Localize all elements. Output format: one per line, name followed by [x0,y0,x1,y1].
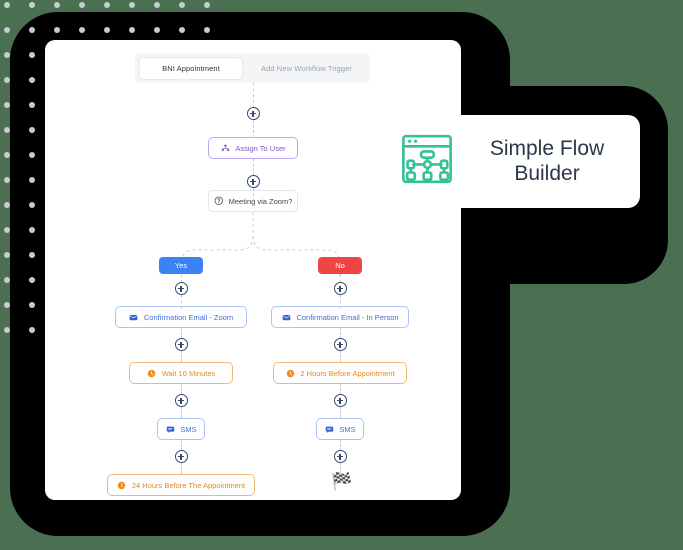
clock-icon [147,368,157,378]
node-confirmation-email-in-person-label: Confirmation Email - In Person [296,312,399,322]
node-sms-right-label: SMS [339,424,356,434]
node-sms-left[interactable]: SMS [157,418,205,440]
node-wait-10-minutes[interactable]: Wait 10 Minutes [129,362,233,384]
dot [29,2,35,8]
connector-right-wait-to-plus3 [340,384,341,395]
dot [154,2,160,8]
connector-right-plus3-to-sms [340,407,341,418]
node-sms-right[interactable]: SMS [316,418,364,440]
connector-plus2-to-decision [253,188,254,202]
flow-builder-title-line1: Simple Flow [489,136,605,160]
flow-builder-title-line2: Builder [514,161,580,185]
dot [204,2,210,8]
dot [179,2,185,8]
dot [129,2,135,8]
add-step-button-right-3[interactable] [333,394,347,407]
user-assign-icon [220,143,230,153]
connector-right-sms-to-plus4 [340,440,341,451]
node-confirmation-email-zoom-label: Confirmation Email - Zoom [143,312,234,322]
connector-right-email-to-plus2 [340,328,341,339]
question-icon [214,196,224,206]
add-step-button-left-3[interactable] [174,394,188,407]
node-assign-to-user[interactable]: Assign To User [208,137,298,159]
tab-bni-appointment-label: BNI Appointment [162,63,220,73]
add-step-button-2[interactable] [246,175,260,188]
flow-builder-icon [400,132,454,191]
node-24-hours-before-appointment[interactable]: 24 Hours Before The Appointment [107,474,255,496]
tab-add-new-workflow-trigger[interactable]: Add New Workflow Trigger [247,57,366,80]
workflow-trigger-bar: BNI Appointment Add New Workflow Trigger [135,53,370,83]
checkered-flag-icon: 🏁 [331,472,353,491]
connector-no-to-plus [340,274,341,283]
connector-left-email-to-plus2 [181,328,182,339]
node-sms-left-label: SMS [180,424,197,434]
node-assign-to-user-label: Assign To User [235,143,286,153]
tab-add-new-workflow-trigger-label: Add New Workflow Trigger [260,63,353,73]
branch-pill-no-label: No [335,261,345,270]
dot [54,2,60,8]
tab-bni-appointment[interactable]: BNI Appointment [139,56,243,80]
node-2-hours-before-appointment[interactable]: 2 Hours Before Appointment [273,362,407,384]
dot [104,2,110,8]
mail-icon [129,312,139,322]
node-meeting-via-zoom-label: Meeting via Zoom? [228,196,293,206]
add-step-button-right-4[interactable] [333,450,347,463]
mail-icon [281,312,291,322]
branch-pill-no[interactable]: No [318,257,362,274]
branch-pill-yes-label: Yes [174,261,188,270]
connector-plus1-to-assign [253,120,254,138]
node-confirmation-email-in-person[interactable]: Confirmation Email - In Person [271,306,409,328]
dot [79,2,85,8]
add-step-button-right-1[interactable] [333,282,347,295]
add-step-button-right-2[interactable] [333,338,347,351]
connector-right-plus4-to-finish [340,463,341,474]
connector-left-plus2-to-wait [181,351,182,362]
clock-icon [285,368,295,378]
add-step-button-left-1[interactable] [174,282,188,295]
chat-icon [324,424,334,434]
simple-flow-builder-card: Simple Flow Builder [374,115,640,208]
workflow-canvas: BNI Appointment Add New Workflow Trigger… [45,40,461,500]
connector-assign-to-plus2 [253,159,254,176]
node-2-hours-before-appointment-label: 2 Hours Before Appointment [300,368,395,378]
connector-left-plus3-to-sms [181,407,182,418]
connector-yes-to-plus [181,274,182,283]
connector-trigger-to-assign [253,83,254,108]
chat-icon [165,424,175,434]
clock-icon [117,480,127,490]
dot [4,2,10,8]
connector-left-wait-to-plus3 [181,384,182,395]
dot [4,27,10,33]
connector-left-plus4-to-24h [181,463,182,474]
node-wait-10-minutes-label: Wait 10 Minutes [161,368,216,378]
flow-builder-title: Simple Flow Builder [468,137,640,187]
node-24-hours-before-appointment-label: 24 Hours Before The Appointment [131,480,246,490]
connector-right-plus1-to-email [340,295,341,309]
add-step-button-left-2[interactable] [174,338,188,351]
add-step-button-left-4[interactable] [174,450,188,463]
branch-pill-yes[interactable]: Yes [159,257,203,274]
node-confirmation-email-zoom[interactable]: Confirmation Email - Zoom [115,306,247,328]
connector-left-sms-to-plus4 [181,440,182,451]
connector-left-plus1-to-email [181,295,182,309]
add-step-button-1[interactable] [246,107,260,120]
connector-right-plus2-to-wait [340,351,341,362]
